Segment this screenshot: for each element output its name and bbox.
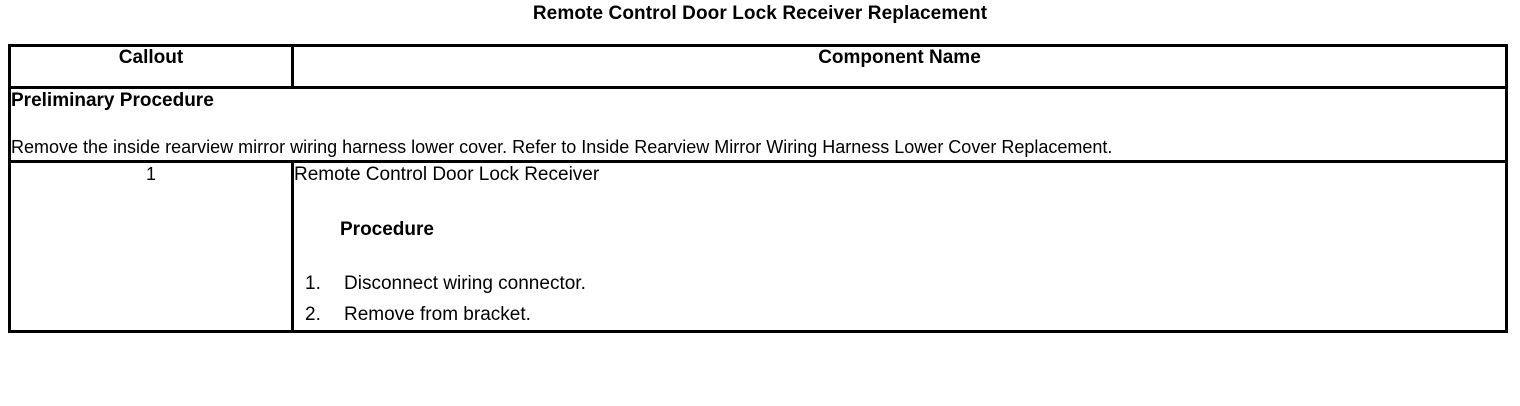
table-header-row: Callout Component Name xyxy=(8,44,1508,89)
preliminary-procedure-row: Preliminary Procedure Remove the inside … xyxy=(8,86,1508,163)
step-text: Disconnect wiring connector. xyxy=(344,273,586,294)
table-header: Callout Component Name xyxy=(8,44,1508,89)
preliminary-procedure-heading: Preliminary Procedure xyxy=(11,90,214,111)
preliminary-procedure-cell: Preliminary Procedure Remove the inside … xyxy=(8,86,1508,163)
column-header-component-name: Component Name xyxy=(291,44,1508,89)
procedure-heading: Procedure xyxy=(340,219,434,240)
page-title: Remote Control Door Lock Receiver Replac… xyxy=(532,3,988,24)
preliminary-procedure-body: Remove the inside rearview mirror wiring… xyxy=(11,137,1113,157)
component-name-text: Remote Control Door Lock Receiver xyxy=(294,164,600,185)
callout-number: 1 xyxy=(8,160,294,333)
step-text: Remove from bracket. xyxy=(344,304,531,325)
list-item: 1. Disconnect wiring connector. xyxy=(294,268,1505,299)
procedure-table: Callout Component Name Preliminary Proce… xyxy=(8,44,1508,333)
table-row: 1 Remote Control Door Lock Receiver Proc… xyxy=(8,160,1508,333)
list-item: 2. Remove from bracket. xyxy=(294,299,1505,330)
procedure-step-list: 1. Disconnect wiring connector. 2. Remove … xyxy=(294,268,1505,330)
step-number: 1. xyxy=(305,273,321,294)
column-header-callout: Callout xyxy=(8,44,294,89)
table-body: Preliminary Procedure Remove the inside … xyxy=(8,86,1508,333)
component-cell: Remote Control Door Lock Receiver Proced… xyxy=(291,160,1508,333)
step-number: 2. xyxy=(305,304,321,325)
